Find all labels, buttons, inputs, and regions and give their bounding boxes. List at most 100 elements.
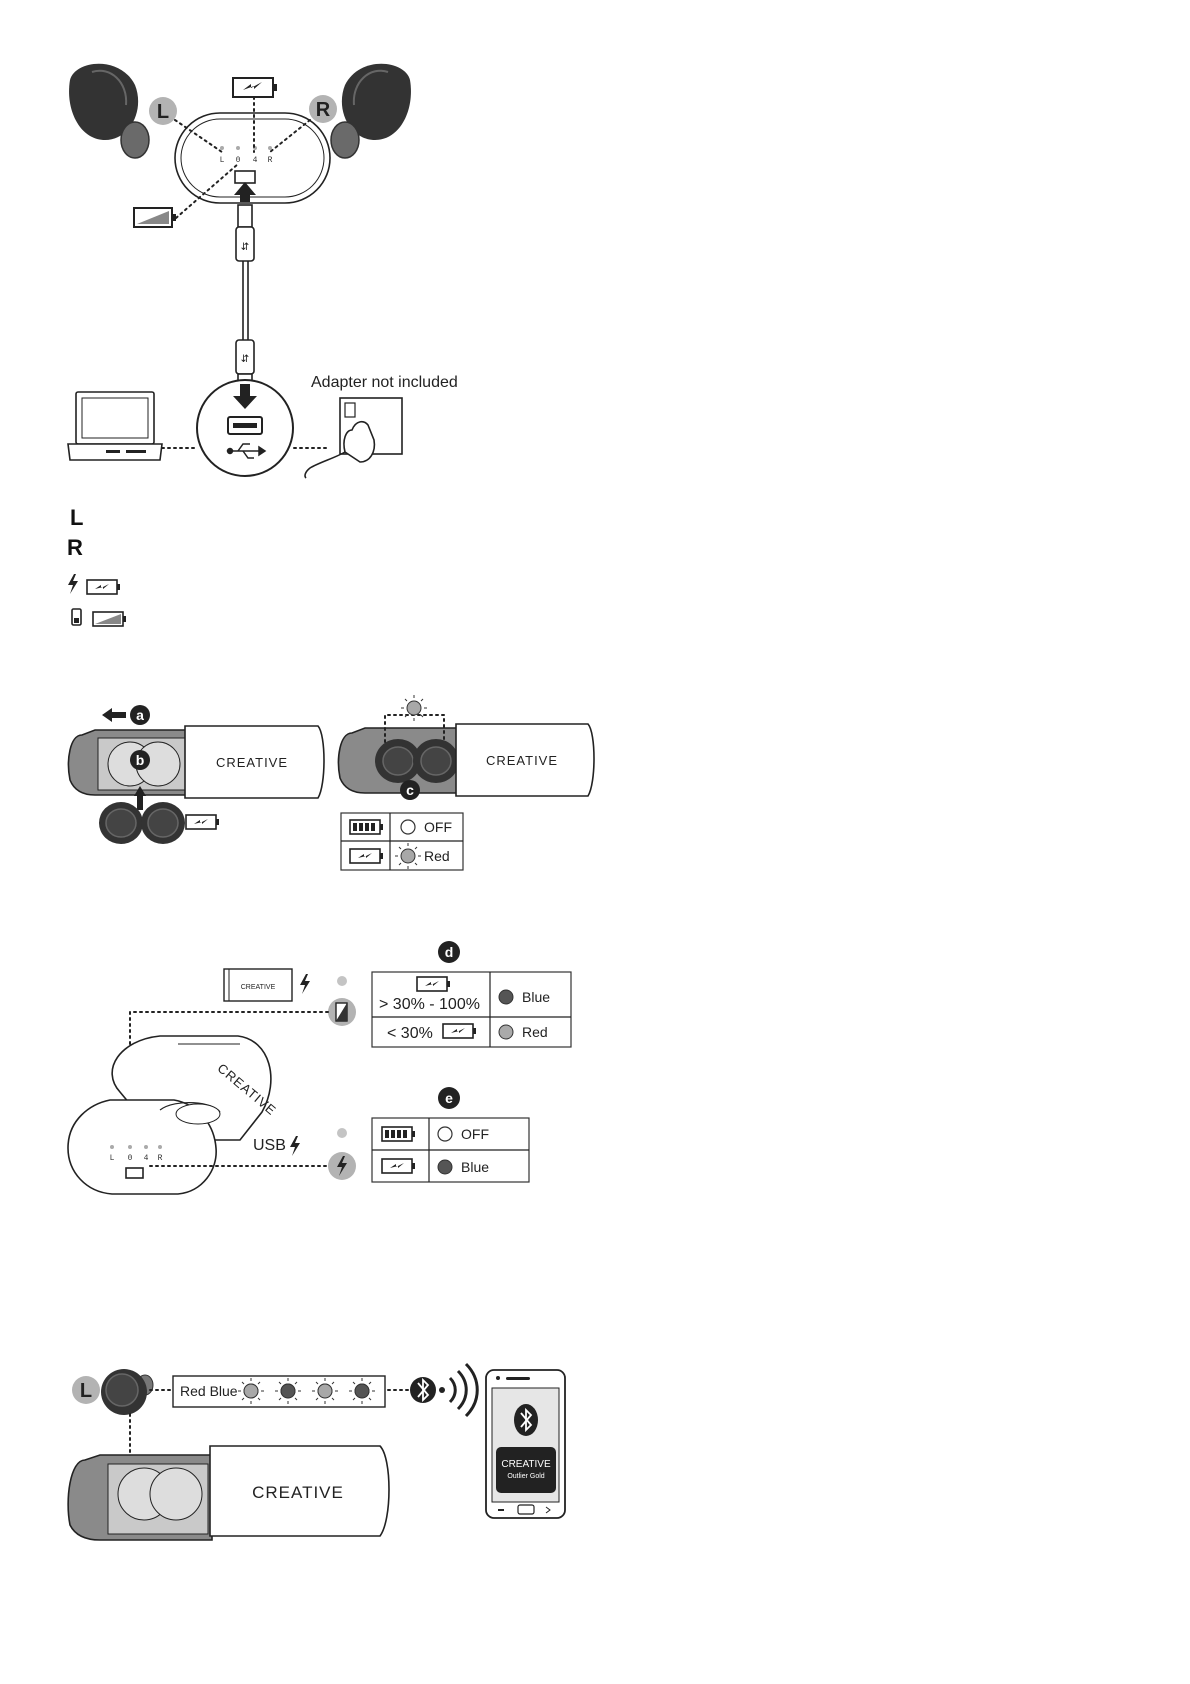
badge-d-label: d (445, 944, 454, 960)
badge-d: d (438, 941, 460, 963)
bluetooth-signal-icon (410, 1364, 477, 1416)
left-earbud-illustration (101, 1369, 153, 1415)
section-pairing: L Red Blue (68, 1364, 565, 1540)
case-open-illustration: CREATIVE (69, 726, 325, 798)
legend-right-label: R (67, 535, 83, 560)
battery-charging-icon (417, 977, 450, 991)
brand-logo: CREATIVE (241, 984, 276, 991)
led-sequence-label: Red Blue (180, 1383, 238, 1399)
right-earbud-illustration (331, 64, 411, 158)
case-led-label: 0 (128, 1154, 133, 1163)
case-led-label: R (268, 156, 273, 165)
brand-logo: CREATIVE (252, 1483, 344, 1502)
badge-a-label: a (136, 707, 144, 723)
level-low-label: < 30% (387, 1025, 433, 1042)
case-led-label: L (110, 1154, 115, 1163)
led-off-indicator (401, 820, 415, 834)
badge-b: b (130, 750, 150, 770)
case-led-status-table: OFF Red (341, 813, 463, 870)
battery-full-icon (350, 820, 383, 834)
battery-charging-icon (350, 849, 383, 863)
badge-c-label: c (406, 782, 414, 798)
svg-text:⇵: ⇵ (241, 354, 249, 365)
level-high-label: > 30% - 100% (379, 996, 480, 1013)
battery-charging-icon (382, 1159, 415, 1173)
legend-left-label: L (70, 505, 83, 530)
phone-device-brand: CREATIVE (501, 1459, 551, 1470)
case-led-label: 4 (253, 156, 258, 165)
svg-text:⇵: ⇵ (241, 242, 249, 253)
left-badge-label: L (80, 1380, 92, 1402)
arrow-left-icon (102, 708, 126, 722)
bluetooth-icon (514, 1404, 538, 1436)
section-battery-status: CREATIVE CREATIVE L 0 4 R USB (68, 941, 571, 1194)
case-led-label: L (220, 156, 225, 165)
badge-e-label: e (445, 1090, 453, 1106)
led-sequence-box: Red Blue (173, 1376, 385, 1407)
right-badge: R (309, 95, 337, 123)
smartphone-illustration: CREATIVE Outlier Gold (486, 1370, 565, 1518)
battery-low-icon (93, 612, 126, 626)
usb-cable-illustration: ⇵ ⇵ (236, 205, 254, 394)
usb-charging-indicator (328, 1152, 356, 1180)
led-dot (337, 976, 347, 986)
case-led-label: 0 (236, 156, 241, 165)
brand-logo: CREATIVE (216, 755, 288, 770)
status-blue-text: Blue (461, 1159, 489, 1175)
wall-adapter-illustration (305, 398, 402, 478)
case-led-label: R (158, 1154, 163, 1163)
lightning-icon (300, 974, 310, 994)
section-case-open: CREATIVE a b CREATIVE (69, 695, 595, 870)
phone-device-model: Outlier Gold (507, 1473, 544, 1480)
home-button (518, 1505, 534, 1514)
usb-charging-table: OFF Blue (372, 1118, 529, 1182)
battery-full-icon (382, 1127, 415, 1141)
status-blue-text: Blue (522, 989, 550, 1005)
lightning-icon (290, 1136, 300, 1156)
case-closed-illustration: CREATIVE L 0 4 R (68, 1036, 279, 1194)
case-led-label: 4 (144, 1154, 149, 1163)
badge-b-label: b (136, 752, 145, 768)
battery-charging-icon (443, 1024, 476, 1038)
led-red-indicator (499, 1025, 513, 1039)
battery-charging-icon (233, 78, 277, 97)
micro-usb-port (126, 1168, 143, 1178)
case-thumbnail-card: CREATIVE (224, 969, 292, 1001)
status-red-text: Red (522, 1024, 548, 1040)
battery-charging-icon (87, 580, 120, 594)
led-blue-indicator (499, 990, 513, 1004)
badge-a: a (130, 705, 150, 725)
battery-low-icon (134, 208, 176, 227)
adapter-note: Adapter not included (311, 374, 458, 391)
battery-level-table: > 30% - 100% Blue < 30% Red (372, 972, 571, 1047)
led-off-indicator (438, 1127, 452, 1141)
battery-charging-icon (186, 815, 219, 829)
left-badge-label: L (157, 101, 169, 123)
charging-case-front: L 0 4 R (175, 113, 330, 203)
case-open-illustration: CREATIVE (68, 1446, 389, 1540)
section-charging: L R L 0 4 R (68, 64, 458, 478)
micro-usb-port (235, 171, 255, 183)
usb-port-zoom-circle (197, 380, 293, 476)
legend: L R (67, 505, 126, 626)
left-badge: L (149, 97, 177, 125)
status-off-text: OFF (424, 819, 452, 835)
left-earbud-illustration (69, 64, 149, 158)
right-badge-label: R (316, 99, 331, 121)
phone-icon (72, 609, 81, 625)
case-with-earbuds-illustration: CREATIVE (339, 724, 595, 796)
badge-e: e (438, 1087, 460, 1109)
usb-label: USB (253, 1137, 286, 1154)
laptop-illustration (68, 392, 162, 460)
badge-c: c (400, 780, 420, 800)
status-red-text: Red (424, 848, 450, 864)
blinking-led-icon (401, 695, 427, 721)
battery-level-button (328, 998, 356, 1026)
left-badge: L (72, 1376, 100, 1404)
led-dot (337, 1128, 347, 1138)
status-off-text: OFF (461, 1126, 489, 1142)
led-blue-indicator (438, 1160, 452, 1174)
lightning-icon (68, 574, 78, 594)
brand-logo: CREATIVE (486, 753, 558, 768)
